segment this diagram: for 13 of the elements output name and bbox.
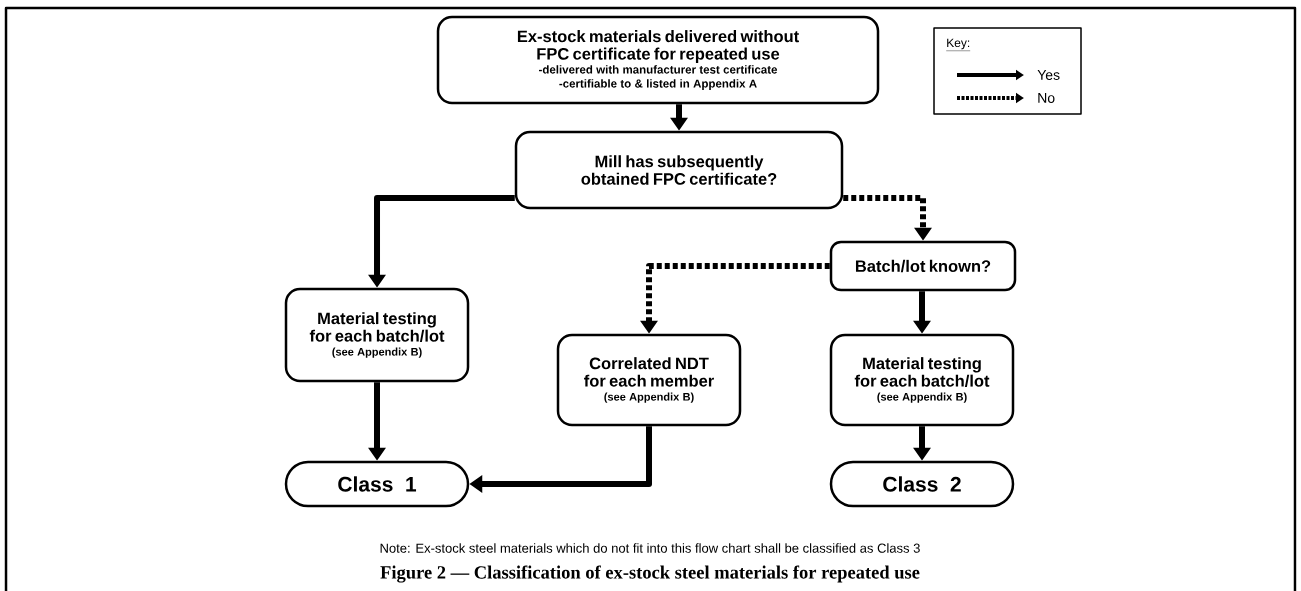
legend-title: Key: [946,38,971,51]
process-box: Material testing for each batch/lot (see Appendix B) [284,287,470,383]
process-box: Correlated NDT for each member (see Appendix B) [556,333,742,427]
terminal-box: Class 1 [284,460,470,508]
terminal-box: Class 2 [829,460,1015,508]
process-box: Ex-stock materials delivered without FPC certificate for repeated use -delivered with manufacturer test certificate -certifiable to & listed in Appendix A [436,15,880,105]
legend-label: No [1038,93,1055,103]
process-box: Material testing for each batch/lot (see Appendix B) [829,333,1015,427]
note: Note: Ex-stock steel materials which do not fit into this flow chart shall be classified as Class 3 [380,543,920,553]
decision-box: Mill has subsequently obtained FPC certificate? [514,130,844,210]
figure-caption: Figure 2 — Classification of ex-stock steel materials for repeated use [380,565,920,583]
legend-label: Yes [1037,70,1060,80]
decision-box: Batch/lot known? [829,240,1017,292]
